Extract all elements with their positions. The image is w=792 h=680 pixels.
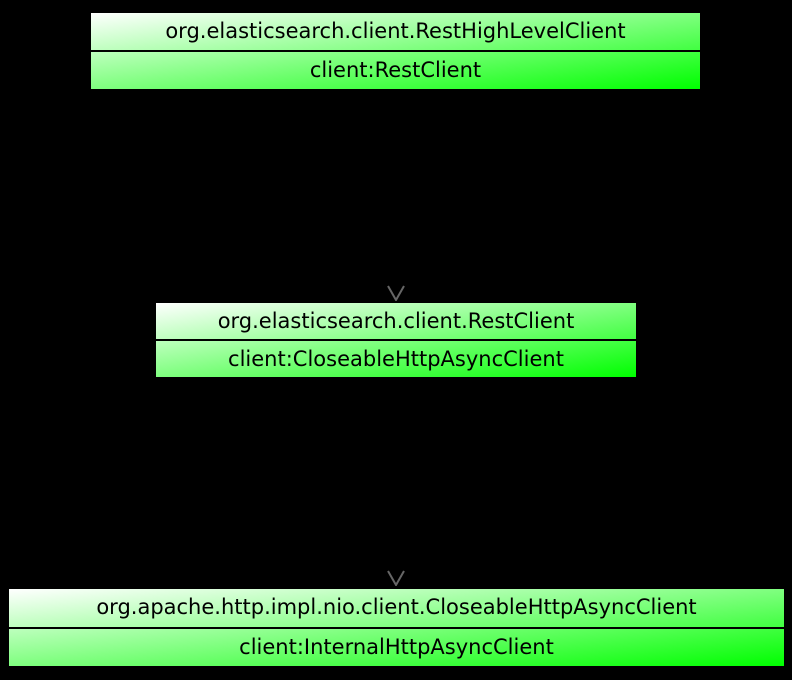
node-title: org.elasticsearch.client.RestHighLevelCl…: [91, 13, 700, 52]
node-member-field: client:RestClient: [309, 58, 482, 82]
node-rest-client[interactable]: org.elasticsearch.client.RestClient clie…: [155, 302, 637, 378]
node-member-field: client:CloseableHttpAsyncClient: [228, 346, 564, 371]
arrowhead-down-icon: [387, 285, 405, 301]
node-member-field: client:InternalHttpAsyncClient: [239, 634, 554, 659]
node-title: org.elasticsearch.client.RestClient: [156, 303, 636, 341]
node-rest-high-level-client[interactable]: org.elasticsearch.client.RestHighLevelCl…: [90, 12, 701, 90]
node-closeable-http-async-client[interactable]: org.apache.http.impl.nio.client.Closeabl…: [8, 588, 785, 667]
node-title: org.apache.http.impl.nio.client.Closeabl…: [9, 589, 784, 629]
arrowhead-down-icon: [387, 570, 405, 586]
